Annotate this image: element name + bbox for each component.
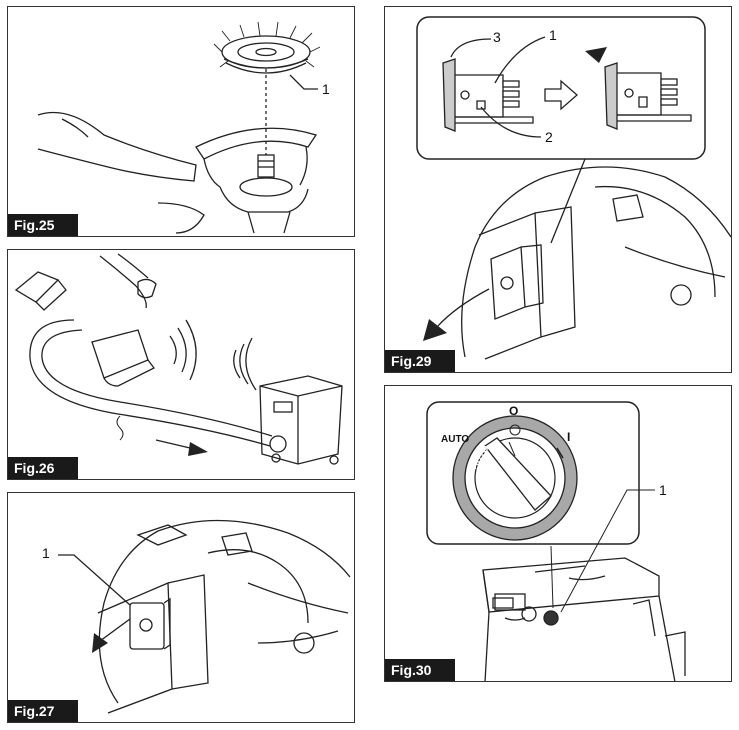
- callout-3: 3: [493, 29, 501, 45]
- figure-label: Fig.29: [385, 350, 456, 372]
- callout-1: 1: [322, 81, 330, 97]
- figure-30: AUTO AUTO O I 1 Fig.30: [384, 385, 732, 682]
- auto-mode-dial-illustration: [426, 401, 686, 681]
- dial-auto-label: AUTO: [441, 434, 470, 445]
- callout-1: 1: [42, 545, 50, 561]
- dial-off-label: O: [509, 404, 519, 418]
- figure-26: Fig.26: [7, 249, 355, 480]
- callout-1: 1: [659, 482, 667, 498]
- wire-wheel-illustration: [37, 21, 321, 234]
- figure-27: 1 Fig.27: [7, 492, 355, 723]
- figure-label: Fig.27: [8, 700, 79, 722]
- figure-29: 3 1 2 Fig.29: [384, 6, 732, 373]
- filter-latch-illustration: [416, 16, 731, 360]
- figure-25: 1 Fig.25: [7, 6, 355, 237]
- filter-removal-illustration: [58, 519, 351, 714]
- figure-label: Fig.26: [8, 457, 79, 479]
- figure-label: Fig.25: [8, 214, 79, 236]
- callout-1: 1: [549, 27, 557, 43]
- figure-label: Fig.30: [385, 659, 456, 681]
- dust-extraction-illustration: [14, 253, 343, 465]
- dial-on-label: I: [567, 430, 571, 444]
- callout-2: 2: [545, 129, 553, 145]
